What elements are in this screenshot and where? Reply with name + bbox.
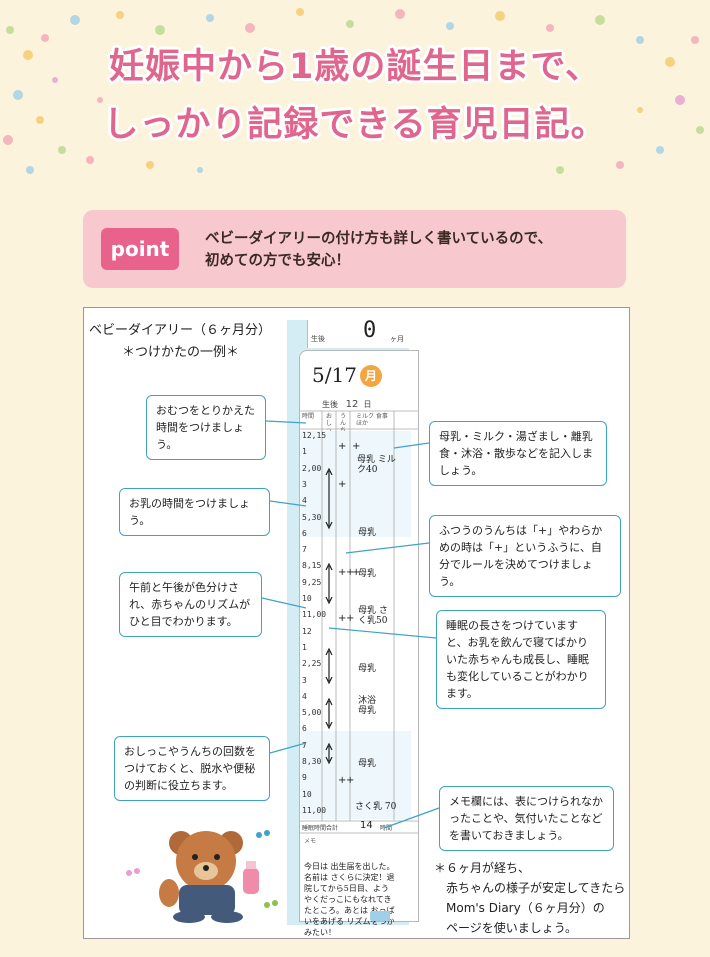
- month-number: 0: [363, 318, 377, 343]
- hour-label: 11,00: [302, 610, 327, 620]
- hour-label: 7: [302, 545, 307, 555]
- hour-label: 5,00: [302, 708, 322, 718]
- age-unit: 日: [363, 400, 372, 409]
- diary-card: 生後 0 ヶ月 5/17 月 生後 12 日 時間 おしっこ うんち ミルク 食…: [287, 318, 419, 937]
- hour-label: 5,30: [302, 512, 322, 522]
- headline-line2: しっかり記録できる育児日記。: [103, 105, 607, 145]
- hour-label: 4: [302, 496, 307, 506]
- tab-label: 生後: [311, 335, 325, 343]
- entry: 母乳: [358, 759, 377, 769]
- svg-text:+: +: [346, 613, 354, 624]
- hour-label: 3: [302, 479, 307, 489]
- sleep-total-label: 睡眠時間合計: [302, 825, 339, 832]
- point-text: ベビーダイアリーの付け方も詳しく書いているので、 初めての方でも安心！: [205, 228, 615, 272]
- svg-text:+: +: [338, 441, 346, 452]
- age-label: 生後: [322, 400, 338, 409]
- sleep-total: 14: [360, 820, 373, 831]
- memo-label: メモ: [304, 838, 317, 845]
- hour-label: 6: [302, 528, 307, 538]
- card-tab: 生後 0 ヶ月: [307, 318, 410, 348]
- hour-label: 12: [302, 626, 312, 636]
- crown-icon: [370, 911, 390, 921]
- confetti-dots: [3, 8, 704, 174]
- diary-title: ベビーダイアリー（６ヶ月分） ＊つけかたの一例＊: [89, 320, 289, 364]
- hour-label: 6: [302, 724, 307, 734]
- card-inner: 5/17 月 生後 12 日 時間 おしっこ うんち ミルク 食事ほか: [299, 350, 419, 937]
- footnote-line4: ページを使いましょう。: [446, 921, 578, 935]
- entry: 母乳 ミルク40: [357, 455, 396, 475]
- callout-unchi: ふつうのうんちは「+」やわらかめの時は「+」というふうに、自分でルールを決めてつ…: [429, 515, 621, 597]
- svg-text:+: +: [346, 567, 354, 578]
- svg-text:+: +: [352, 567, 360, 578]
- footnote: ＊６ヶ月が経ち、 赤ちゃんの様子が安定してきたら Mom's Diary（６ヶ月…: [434, 858, 625, 938]
- svg-text:+: +: [346, 775, 354, 786]
- svg-text:+: +: [338, 479, 346, 490]
- weekday-badge: 月: [360, 365, 382, 387]
- callout-record: 母乳・ミルク・湯ざまし・離乳食・沐浴・散歩などを記入しましょう。: [429, 421, 607, 486]
- callout-sleep: 睡眠の長さをつけていますと、お乳を飲んで寝てばかりいた赤ちゃんも成長し、睡眠も変…: [436, 610, 606, 709]
- callout-ampm: 午前と午後が色分けされ、赤ちゃんのリズムがひと目でわかります。: [119, 572, 262, 637]
- entry: 母乳: [358, 528, 377, 538]
- col-time: 時間: [302, 413, 315, 420]
- footnote-line1: ＊６ヶ月が経ち、: [434, 861, 531, 875]
- music-note-icon: [126, 830, 278, 908]
- hour-label: 12,15: [302, 431, 327, 440]
- age-row: 生後 12 日: [322, 399, 371, 410]
- hour-label: 4: [302, 691, 307, 701]
- hour-label: 10: [302, 594, 312, 603]
- diary-subtitle: ＊つけかたの一例＊: [122, 345, 240, 360]
- point-badge: point: [101, 228, 179, 270]
- point-box: point ベビーダイアリーの付け方も詳しく書いているので、 初めての方でも安心…: [83, 210, 626, 288]
- card-date: 5/17: [312, 363, 357, 387]
- svg-text:+: +: [338, 613, 346, 624]
- memo-text: 今日は 出生届を出した。名前は さくらに決定！退院してから5日目、ようやくだっこ…: [304, 862, 395, 937]
- headline-line1: 妊娠中から1歳の誕生日まで、: [109, 47, 601, 87]
- svg-text:+: +: [338, 567, 346, 578]
- hour-label: 9: [302, 773, 307, 783]
- callout-milk-time: お乳の時間をつけましょう。: [119, 488, 270, 536]
- month-unit: ヶ月: [390, 335, 404, 343]
- callout-memo: メモ欄には、表につけられなかったことや、気付いたことなどを書いておきましょう。: [439, 786, 614, 851]
- footnote-line3: Mom's Diary（６ヶ月分）の: [446, 901, 605, 915]
- hour-label: 1: [302, 642, 307, 652]
- hour-label: 2,25: [302, 659, 322, 669]
- point-text-line1: ベビーダイアリーの付け方も詳しく書いているので、: [205, 231, 552, 247]
- callout-diaper: おむつをとりかえた時間をつけましょう。: [146, 395, 266, 460]
- hour-label: 2,00: [302, 463, 322, 473]
- hour-label: 7: [302, 740, 307, 750]
- callout-count: おしっこやうんちの回数をつけておくと、脱水や便秘の判断に役立ちます。: [114, 736, 270, 801]
- svg-text:+: +: [352, 441, 360, 452]
- headline: 妊娠中から1歳の誕生日まで、 しっかり記録できる育児日記。: [0, 38, 710, 154]
- hour-label: 11,00: [302, 805, 327, 815]
- col-milk: ミルク 食事ほか: [356, 413, 388, 427]
- entry: 母乳: [358, 664, 377, 674]
- age-days: 12: [345, 399, 359, 410]
- card-grid: ++ + +++ ++ ++: [300, 410, 418, 834]
- hour-label: 9,25: [302, 577, 322, 587]
- entry: さく乳 70: [355, 802, 397, 812]
- hour-label: 8,30: [302, 757, 322, 766]
- hour-label: 10: [302, 789, 312, 799]
- diary-title-text: ベビーダイアリー（６ヶ月分）: [89, 323, 272, 338]
- diary-example-panel: ベビーダイアリー（６ヶ月分） ＊つけかたの一例＊ 生後 0 ヶ月 5/17 月 …: [83, 307, 630, 939]
- hour-label: 3: [302, 675, 307, 685]
- svg-text:+: +: [338, 775, 346, 786]
- footnote-line2: 赤ちゃんの様子が安定してきたら: [446, 881, 626, 895]
- callout-lines: [261, 420, 440, 829]
- hour-label: 8,15: [302, 561, 322, 571]
- entry: 母乳: [358, 569, 377, 579]
- bear-illustration: [126, 830, 278, 923]
- sleep-unit: 時間: [380, 825, 393, 832]
- col-unchi: うんち: [340, 413, 347, 434]
- hour-label: 1: [302, 447, 307, 457]
- entry: 母乳 さく乳50: [358, 606, 388, 626]
- entry: 沐浴 母乳: [358, 696, 377, 716]
- point-text-line2: 初めての方でも安心！: [205, 253, 350, 269]
